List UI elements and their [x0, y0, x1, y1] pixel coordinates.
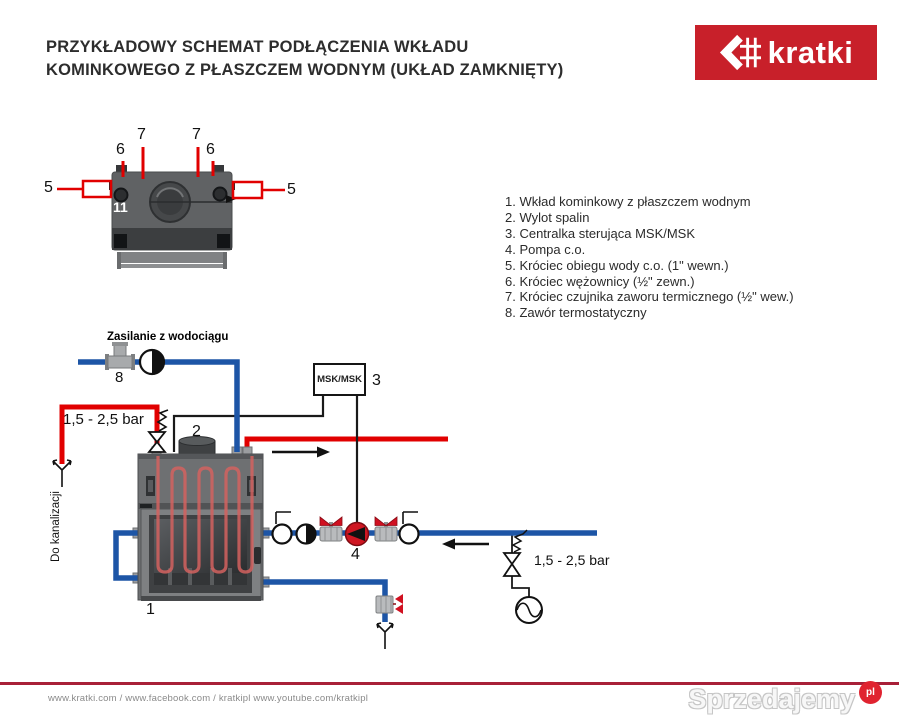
watermark-pl-badge: pl: [859, 681, 882, 704]
safety-valve-left-icon: [147, 409, 169, 453]
water-coil: [156, 456, 254, 574]
kratki-logo-text: kratki: [767, 35, 854, 70]
legend-item: 8. Zawór termostatyczny: [505, 305, 647, 321]
legend-item: 6. Króciec wężownicy (½" zewn.): [505, 273, 695, 289]
legend-item: 4. Pompa c.o.: [505, 241, 586, 257]
kratki-logo: kratki: [695, 25, 877, 80]
pump-icon: [344, 521, 370, 547]
footer-links: www.kratki.com / www.facebook.com / krat…: [48, 693, 369, 704]
ball-valve-left-icon: [319, 516, 343, 542]
controller-box: MSK/MSK: [313, 363, 366, 396]
drain-label: Do kanalizacji: [50, 491, 62, 562]
water-supply-valve-icon: [105, 342, 135, 370]
safety-valve-right-icon: [502, 529, 528, 577]
page-title: PRZYKŁADOWY SCHEMAT PODŁĄCZENIA WKŁADU K…: [46, 36, 563, 82]
top-view-callout-lines: [57, 147, 285, 200]
legend: 1. Wkład kominkowy z płaszczem wodnym 2.…: [505, 194, 794, 321]
callout-7-right: 7: [192, 126, 201, 143]
callout-5-left: 5: [44, 179, 53, 196]
callout-6-right: 6: [206, 141, 215, 158]
check-valve-return-icon: [295, 523, 317, 545]
flow-arrow-right-icon: [272, 446, 330, 458]
num-8: 8: [115, 369, 124, 386]
footer-divider: [0, 682, 899, 685]
legend-item: 5. Króciec obiegu wody c.o. (1" wewn.): [505, 257, 729, 273]
page-title-line1: PRZYKŁADOWY SCHEMAT PODŁĄCZENIA WKŁADU: [46, 38, 469, 56]
model-number: 11: [113, 199, 128, 215]
drain-valve-icon: [375, 594, 403, 614]
callout-5-right: 5: [287, 181, 296, 198]
vessel-line: [511, 535, 530, 597]
legend-item: 1. Wkład kominkowy z płaszczem wodnym: [505, 194, 751, 209]
ball-valve-right-icon: [374, 516, 398, 542]
pressure-label-right: 1,5 - 2,5 bar: [534, 552, 610, 568]
flow-arrow-left-icon: [442, 538, 489, 550]
check-valve-icon: [138, 348, 166, 376]
supply-label: Zasilanie z wodociągu: [107, 331, 229, 343]
controller-sensor-line: [172, 393, 325, 452]
num-4: 4: [351, 546, 360, 563]
thermometer-left-icon: [271, 511, 293, 545]
callout-6-left: 6: [116, 141, 125, 158]
drain-funnel-bottom-icon: [376, 622, 394, 649]
drain-funnel-left-icon: [52, 459, 72, 487]
callout-7-left: 7: [137, 126, 146, 143]
thermometer-right-icon: [398, 511, 420, 545]
fireplace-front-drawing: [137, 436, 264, 601]
pressure-label-left: 1,5 - 2,5 bar: [63, 411, 144, 428]
kratki-logo-icon: [719, 34, 761, 70]
num-1: 1: [146, 601, 155, 618]
legend-item: 2. Wylot spalin: [505, 209, 590, 225]
legend-item: 7. Króciec czujnika zaworu termicznego (…: [505, 289, 794, 305]
expansion-vessel-icon: [515, 596, 543, 624]
num-3: 3: [372, 372, 381, 389]
watermark-text: Sprzedajemy: [688, 684, 855, 714]
page-title-line2: KOMINKOWEGO Z PŁASZCZEM WODNYM (UKŁAD ZA…: [46, 61, 564, 79]
legend-item: 3. Centralka sterująca MSK/MSK: [505, 225, 696, 241]
num-2: 2: [192, 423, 201, 440]
top-view-fireplace-drawing: [109, 165, 236, 269]
